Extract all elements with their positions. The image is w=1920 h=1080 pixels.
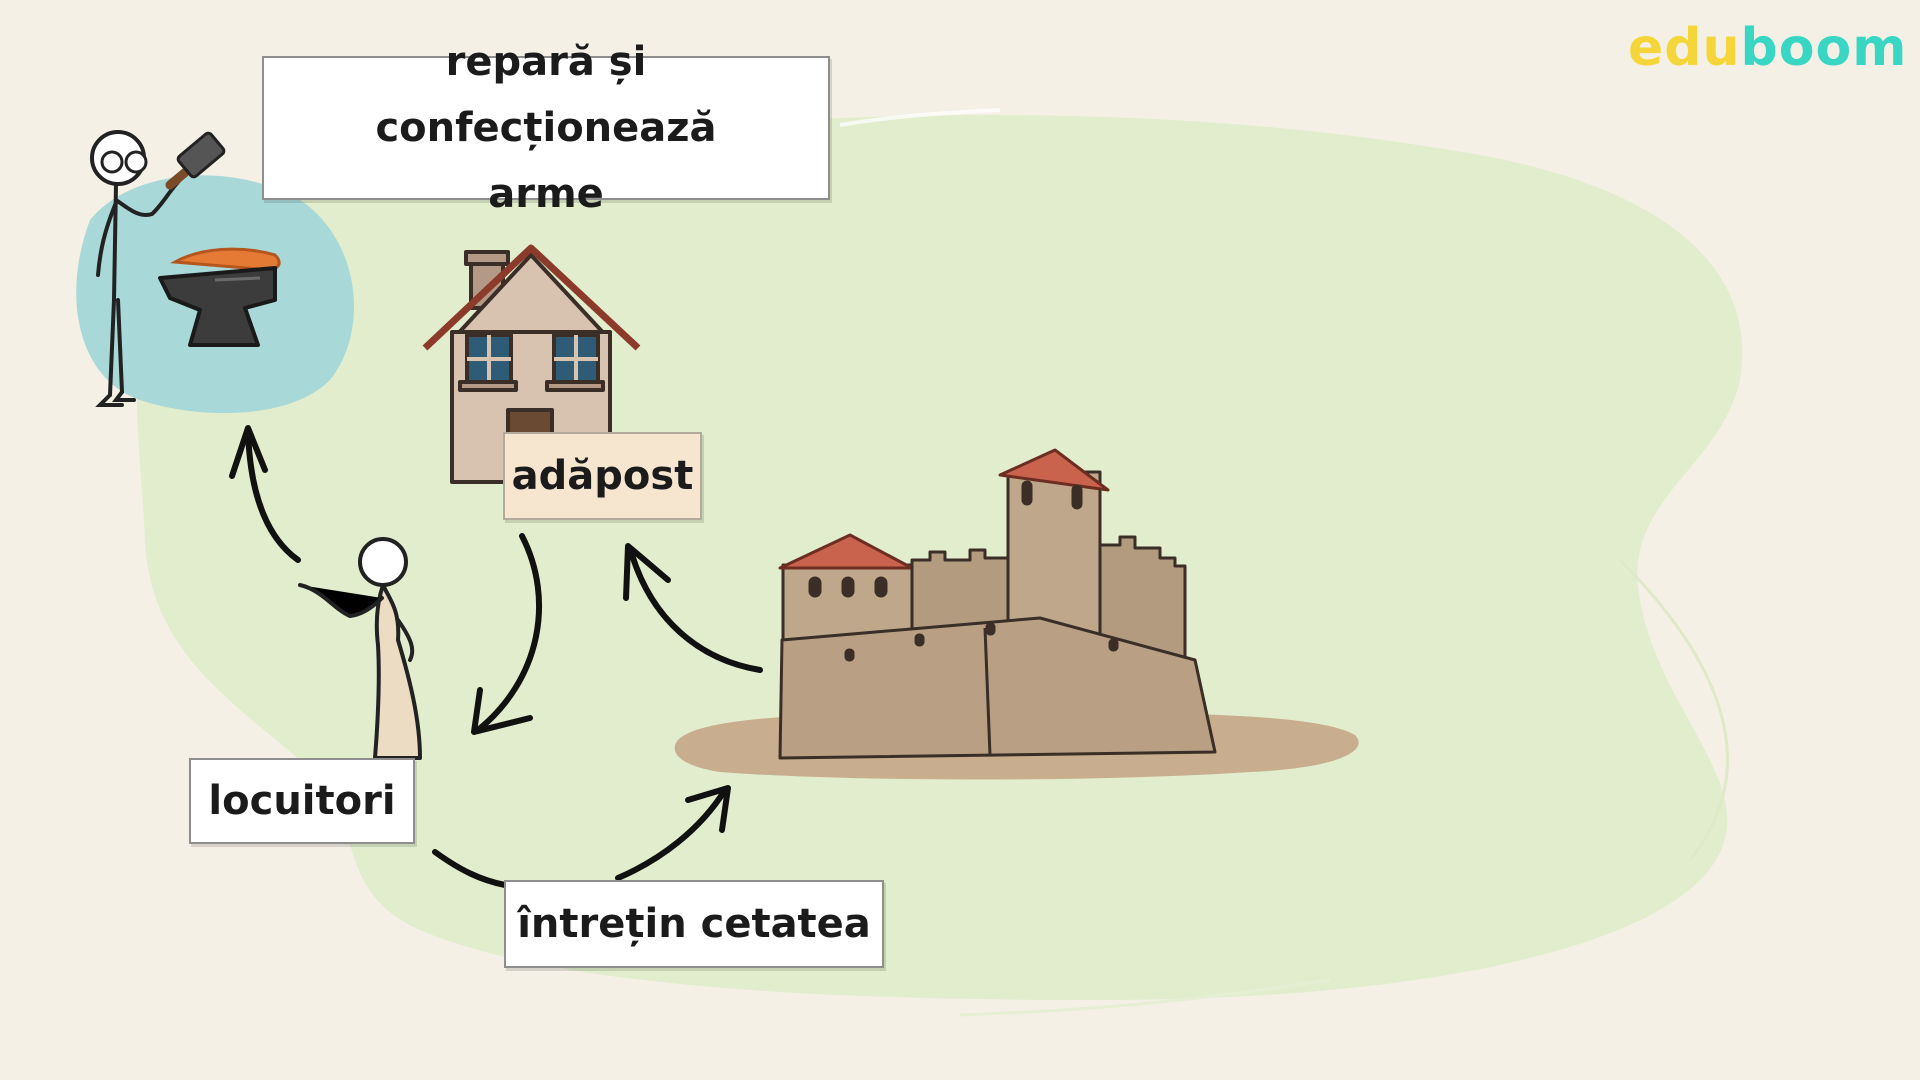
blacksmith-figure [90,130,182,407]
flow-arrows [229,425,763,888]
logo-part-edu: edu [1628,18,1741,78]
label-weapons: repară și confecționează arme [262,39,830,217]
hammer-icon [165,131,226,190]
arrow-inhabitants-to-blacksmith [245,427,301,563]
arrow-inhabitants-to-maintain [432,849,508,888]
arrow-maintain-to-castle [615,787,728,881]
label-weapons-line1: repară și confecționează [375,39,717,151]
arrow-house-to-inhabitants [475,533,542,733]
label-shelter: adăpost [503,432,702,520]
label-inhabitants: locuitori [189,758,415,844]
anvil-icon [158,247,281,347]
castle-icon [674,448,1359,780]
label-maintain-fortress: întrețin cetatea [504,880,884,968]
label-weapons-line2: arme [488,171,604,217]
logo-part-boom: boom [1740,18,1908,78]
arrow-castle-to-house [627,545,763,673]
eduboom-logo: eduboom [1628,18,1907,78]
